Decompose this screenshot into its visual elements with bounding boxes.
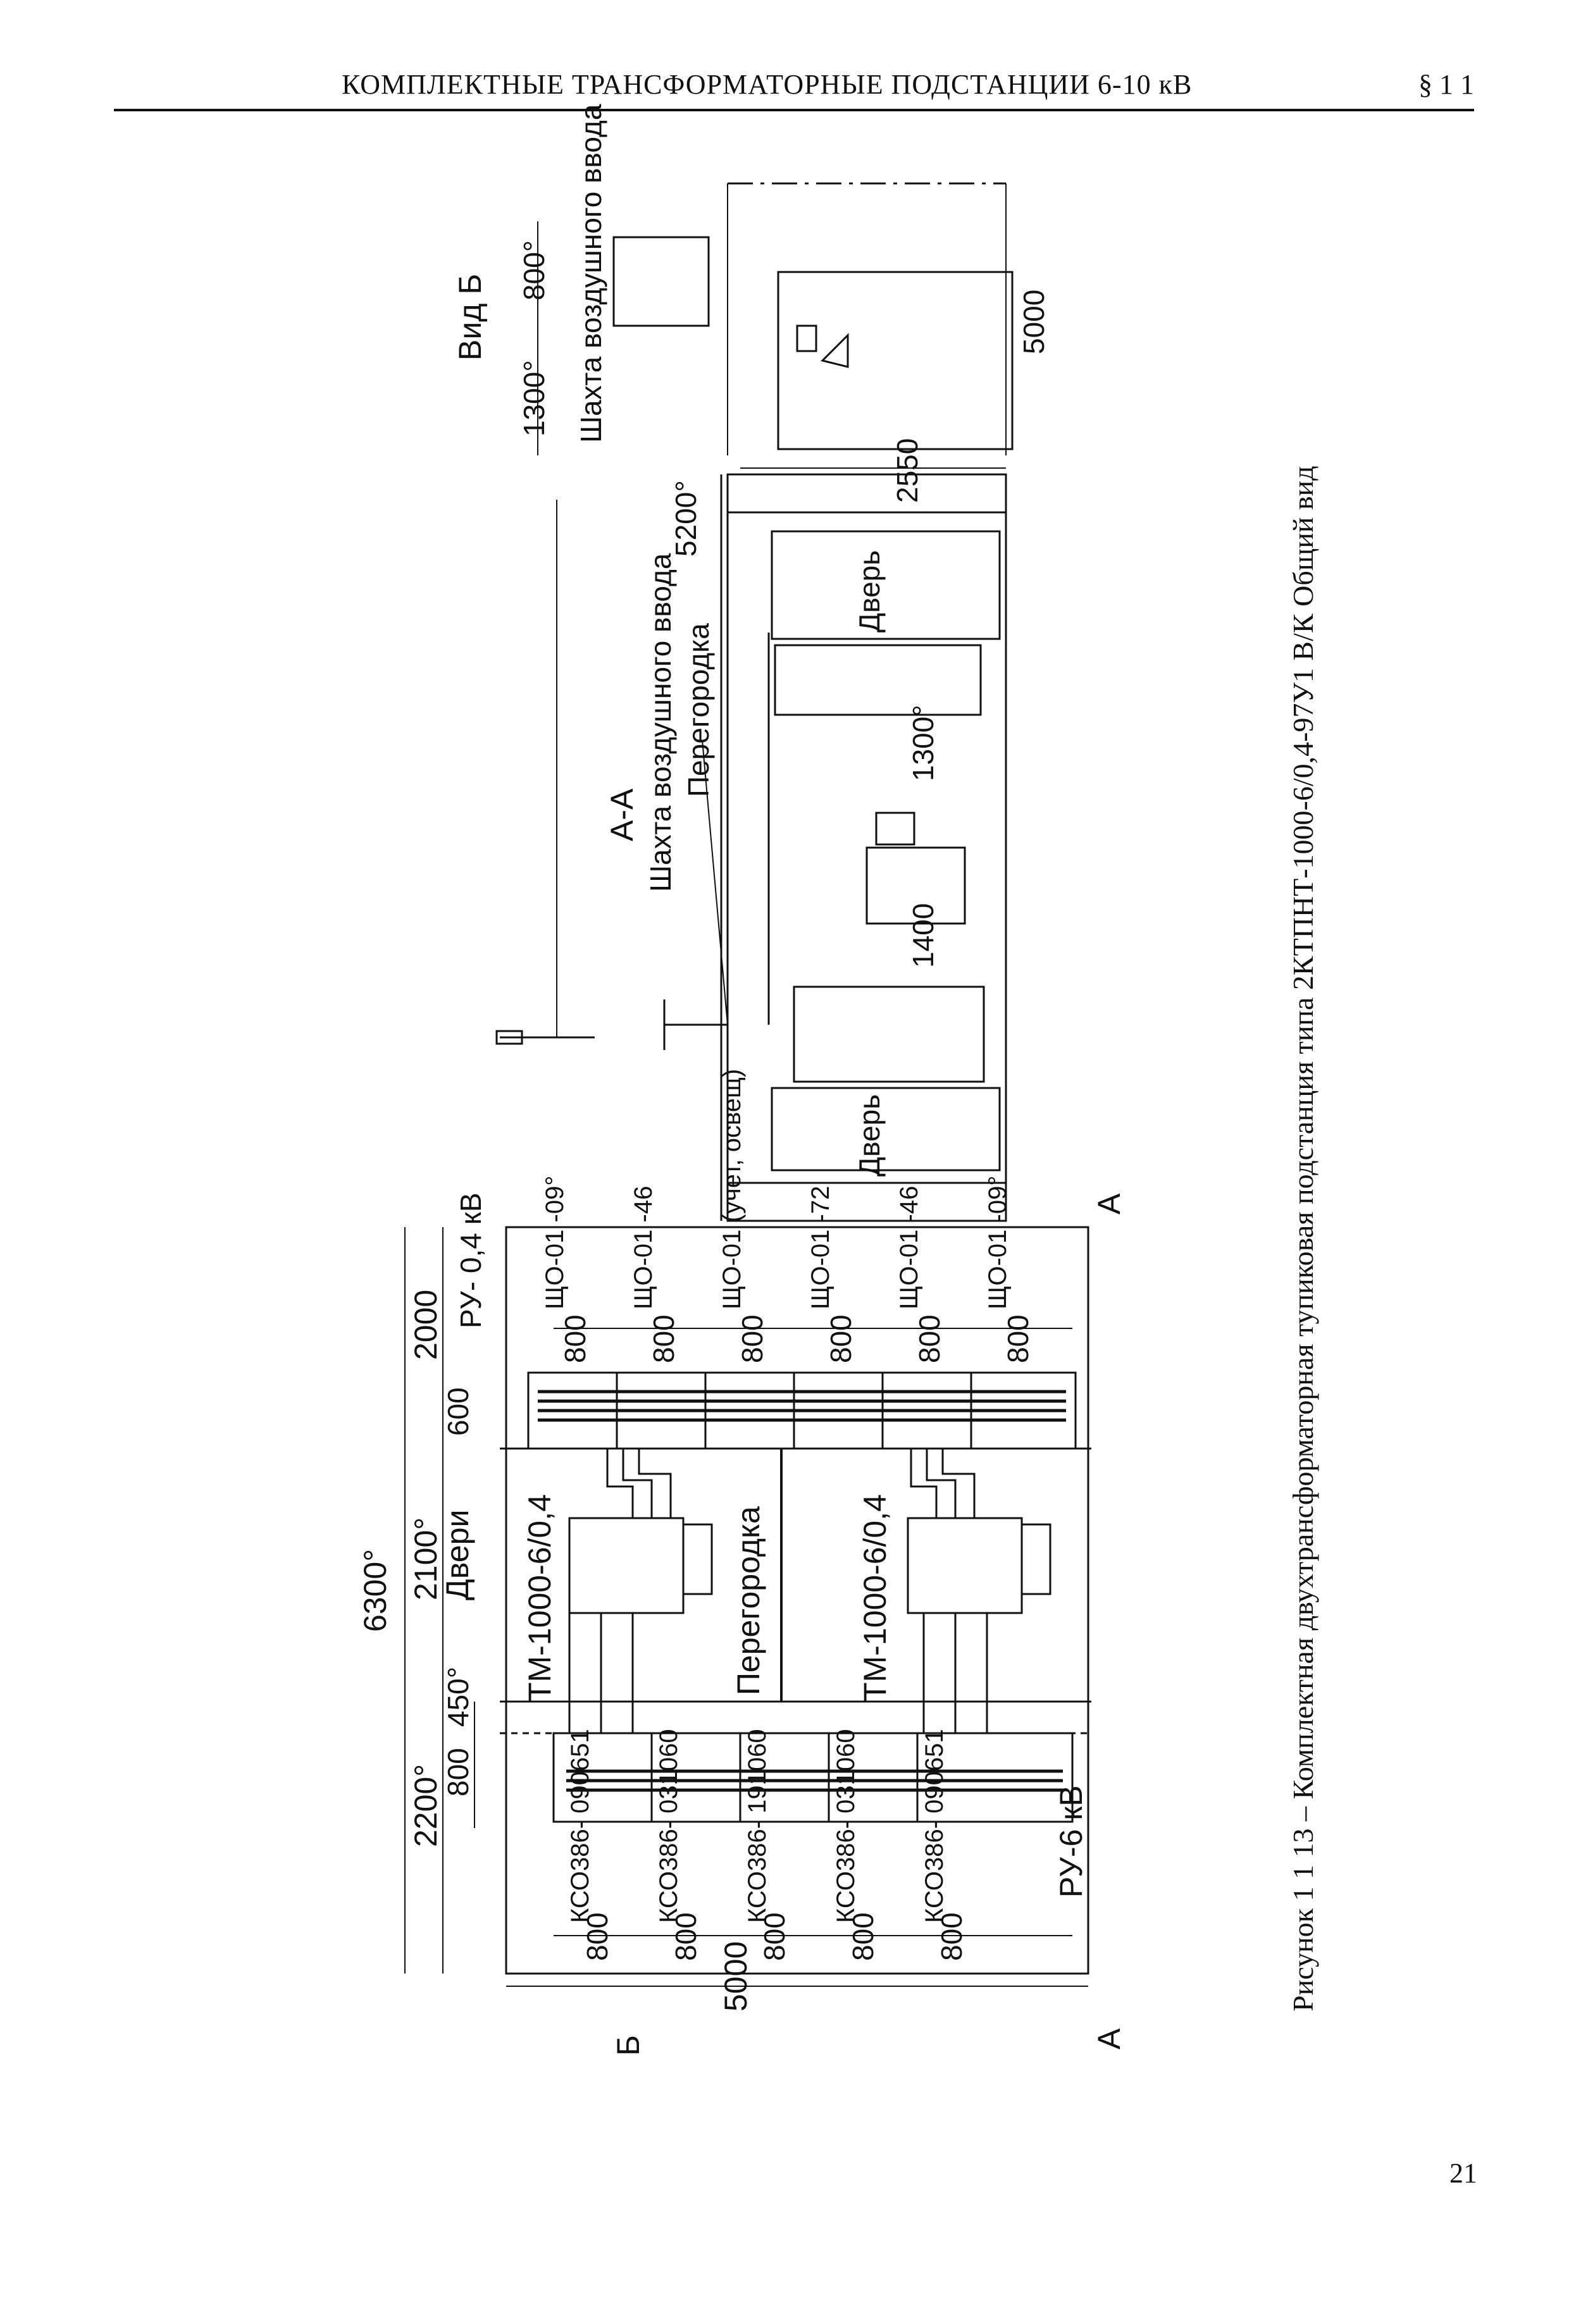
ru6-label: РУ-6 кВ [1053,1785,1089,1898]
dim-zone-transformer: 2100° [408,1517,444,1600]
door-label-top: Дверь [853,550,886,633]
running-header: КОМПЛЕКТНЫЕ ТРАНСФОРМАТОРНЫЕ ПОДСТАНЦИИ … [114,68,1474,113]
shcho-label: ЩО-01 -09° [984,1176,1012,1309]
shcho-label: ЩО-01 -46 [895,1186,923,1309]
doors-label: Двери [440,1510,475,1600]
ksos-label: КСО386- 191060 [743,1729,771,1923]
figure-caption: Рисунок 1 1 13 – Комплектная двухтрансфо… [1287,466,1319,2012]
ksos-label: КСО386- 090651 [921,1729,948,1923]
view-b-dim-800: 800° [518,240,550,300]
page-number: 21 [1449,2158,1477,2189]
section-aa-title: А-А [604,788,640,841]
shcho-width: 800 [559,1314,592,1363]
section-number: § 1 1 [1418,69,1474,100]
dim-passage: 450° [442,1667,475,1727]
plan-outline [505,1226,1089,1975]
view-b-dim-5000: 5000 [1017,290,1050,354]
ksos-label: КСО386- 031060 [655,1729,683,1923]
dim-height: 5200° [669,480,702,557]
ksos-label: КСО386- 031060 [832,1729,860,1923]
view-b-title: Вид Б [452,274,488,361]
view-b-shaft-label: Шахта воздушного ввода [574,104,607,443]
ksos-width: 800 [935,1912,968,1961]
view-mark: Б [611,2035,646,2056]
shcho-width: 800 [647,1314,680,1363]
dim-1300: 1300° [907,705,940,781]
section-aa-shaft-label: Шахта воздушного ввода [644,553,677,892]
ru04-label: РУ- 0,4 кВ [454,1192,487,1328]
section-aa-labels: А-А Шахта воздушного ввода Перегородка Д… [556,438,1006,1177]
ksos-width: 800 [758,1912,791,1961]
shcho-width: 800 [913,1314,946,1363]
view-b-cabinet [777,271,1014,450]
view-b-dim-1300: 1300° [518,360,550,436]
dim-zone-ru04: 2000 [408,1290,444,1360]
door-label-bottom: Дверь [853,1094,886,1177]
shcho-label: ЩО-01 -72 [807,1186,834,1309]
ksos-width: 800 [669,1912,702,1961]
plan-view [500,1226,1091,1975]
cut-mark-top: А [1091,1193,1127,1215]
shcho-label: ЩО-01 -09° [541,1176,569,1309]
plan-labels: 5000 6300° 2200° 2100° 2000 800 450° 600… [357,1069,1127,2056]
cut-mark-bottom: А [1091,2028,1127,2049]
section-aa-outline [726,473,1007,1222]
plan-partition-label: Перегородка [731,1506,766,1695]
view-b-labels: Вид Б Шахта воздушного ввода 1300° 800° … [452,104,1050,443]
shcho-width: 800 [736,1314,769,1363]
dim-ru6-depth: 800 [442,1748,475,1796]
dim-plan-width: 5000 [718,1941,754,2012]
section-aa [495,473,1007,1222]
dim-ru04-depth: 600 [442,1387,475,1436]
dim-plan-length: 6300° [357,1549,393,1632]
shcho-label: ЩО-01 -46 [630,1186,657,1309]
dim-zone-ru6: 2200° [408,1764,444,1847]
section-aa-partition-label: Перегородка [682,623,715,797]
header-rule [114,109,1474,111]
plan-dimensions [404,1227,1088,1987]
shcho-width: 800 [824,1314,857,1363]
ksos-width: 800 [847,1912,879,1961]
transformer-label-2: ТМ-1000-6/0,4 [857,1494,893,1702]
transformer-label-1: ТМ-1000-6/0,4 [522,1494,557,1702]
view-b [537,182,1014,455]
running-header-title: КОМПЛЕКТНЫЕ ТРАНСФОРМАТОРНЫЕ ПОДСТАНЦИИ … [342,69,1193,100]
ksos-label: КСО386- 090651 [566,1729,594,1923]
shcho-label: ЩО-01 (учет, освещ) [718,1069,746,1309]
dim-1400: 1400 [907,903,940,968]
dim-depth: 2550 [891,438,924,503]
shcho-width: 800 [1002,1314,1034,1363]
ksos-width: 800 [581,1912,614,1961]
